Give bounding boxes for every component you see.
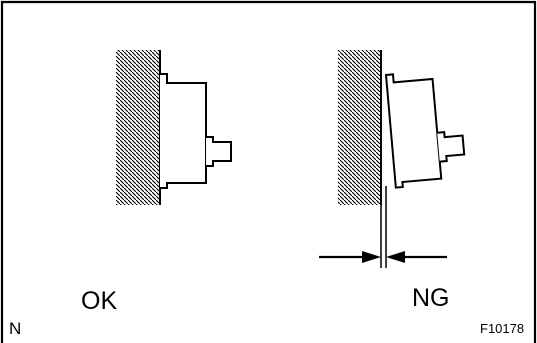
ng-wall-hatching: [338, 50, 381, 205]
left-arrow-head: [362, 251, 381, 263]
ng-connector-tilted: [384, 73, 466, 189]
right-arrow-head: [386, 251, 405, 263]
gap-arrows: [319, 251, 447, 263]
ng-connector-terminal: [437, 131, 466, 163]
ok-connector-terminal: [206, 136, 232, 167]
ok-diagram: [116, 50, 232, 205]
ok-label: OK: [81, 287, 118, 315]
ng-label: NG: [412, 284, 450, 312]
ng-diagram: [338, 50, 466, 268]
ok-connector-body: [160, 73, 207, 189]
figure-code-label: F10178: [480, 321, 525, 336]
ok-wall-hatching: [116, 50, 160, 205]
ng-connector-body: [384, 73, 443, 189]
corner-mark-label: N: [9, 319, 22, 338]
